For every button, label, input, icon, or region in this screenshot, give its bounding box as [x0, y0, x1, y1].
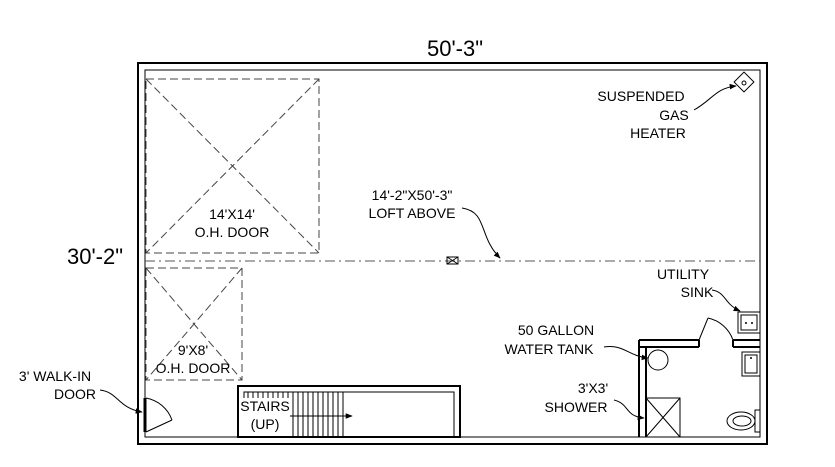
- stairs-label-1: STAIRS: [240, 398, 290, 414]
- heater-label-3: HEATER: [630, 125, 686, 141]
- walkin-label-2: DOOR: [54, 386, 96, 402]
- walkin-label-1: 3' WALK-IN: [19, 368, 91, 384]
- tank-label-2: WATER TANK: [505, 341, 595, 357]
- vanity-sink: [741, 351, 761, 377]
- walkin-arrow: [99, 389, 143, 414]
- tank-label-1: 50 GALLON: [518, 322, 594, 338]
- loft-label-1: 14'-2"X50'-3": [372, 187, 453, 203]
- loft-arrow: [461, 207, 501, 259]
- width-dimension: 50'-3": [427, 36, 483, 61]
- shower-label-2: SHOWER: [545, 399, 608, 415]
- sink-label-2: SINK: [681, 284, 714, 300]
- door-small-type: O.H. DOOR: [156, 360, 231, 376]
- door-small-size: 9'X8': [178, 342, 208, 358]
- walk-in-door: [143, 397, 173, 433]
- heater-arrow: [693, 83, 737, 111]
- loft-marker: [446, 256, 459, 265]
- shower-arrow: [613, 399, 645, 421]
- gas-heater: [733, 71, 755, 93]
- toilet: [726, 409, 761, 433]
- heater-label-2: GAS: [659, 107, 689, 123]
- sink-arrow: [711, 289, 741, 312]
- utility-sink: [737, 311, 761, 334]
- loft-label-2: LOFT ABOVE: [369, 205, 456, 221]
- stairs-label-2: (UP): [251, 416, 280, 432]
- sink-label-1: UTILITY: [657, 266, 710, 282]
- tank-arrow: [603, 346, 649, 361]
- door-large-size: 14'X14': [209, 206, 255, 222]
- stairs: [237, 385, 461, 438]
- utility-room-walls: [638, 317, 760, 437]
- shower: [645, 397, 681, 438]
- heater-label-1: SUSPENDED: [597, 88, 684, 104]
- door-large-type: O.H. DOOR: [195, 224, 270, 240]
- water-tank: [647, 349, 669, 371]
- overhead-door-small: [145, 267, 243, 381]
- depth-dimension: 30'-2": [67, 244, 123, 269]
- shower-label-1: 3'X3': [578, 380, 608, 396]
- overhead-door-large: [145, 78, 320, 254]
